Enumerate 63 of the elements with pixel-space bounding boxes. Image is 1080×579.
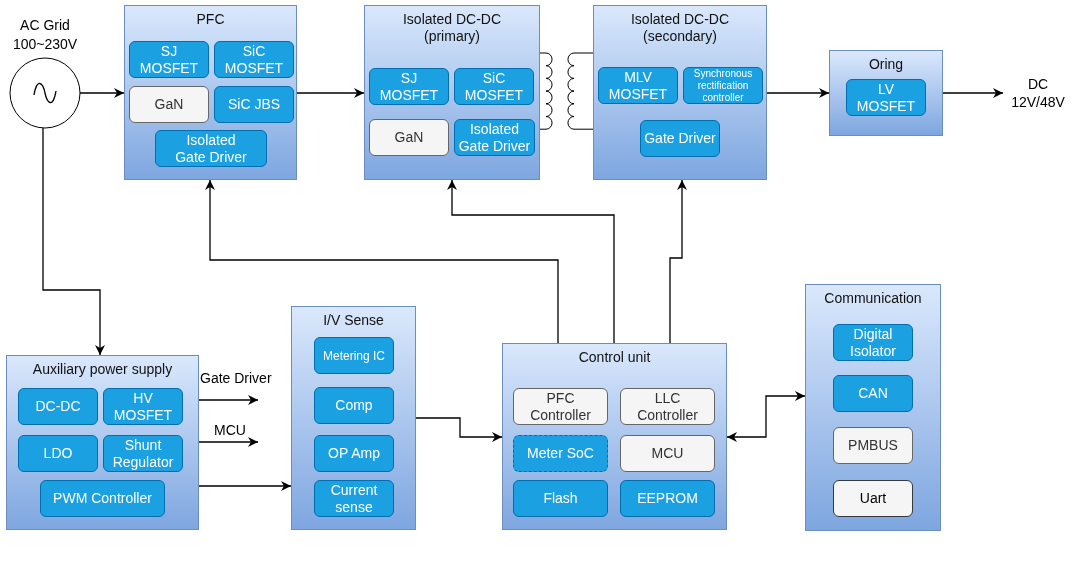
block-title: Isolated DC-DC (primary) (402, 11, 502, 45)
block-title: Communication (823, 290, 923, 307)
component-block: LDO (18, 435, 98, 472)
component-block: Flash (513, 480, 608, 517)
block-box (124, 5, 297, 180)
component-block: SJ MOSFET (129, 41, 209, 78)
arrow (447, 179, 615, 344)
component-block: Isolated Gate Driver (155, 130, 267, 167)
block-box (805, 284, 941, 531)
arrow (296, 88, 365, 98)
arrow (198, 437, 259, 447)
arrow (205, 179, 559, 344)
component-block: Digital Isolator (833, 324, 913, 361)
arrow (415, 417, 503, 442)
component-block: Isolated Gate Driver (454, 119, 535, 156)
component-block: PMBUS (833, 427, 913, 464)
component-block: MLV MOSFET (598, 67, 678, 104)
component-block: PWM Controller (40, 480, 165, 517)
component-block: SiC MOSFET (454, 68, 534, 105)
block-box (502, 343, 727, 530)
block-box (291, 306, 416, 530)
block-box (593, 5, 767, 180)
arrow (198, 395, 259, 405)
arrow (79, 88, 125, 98)
block-title: Isolated DC-DC (secondary) (630, 11, 730, 45)
arrow (942, 88, 1004, 98)
arrow (726, 391, 806, 442)
arrow (42, 127, 105, 356)
source-label: AC Grid 100~230V (11, 16, 79, 54)
component-block: HV MOSFET (103, 388, 183, 425)
output-label: DC 12V/48V (1010, 75, 1066, 111)
arrow (766, 88, 830, 98)
component-block: Shunt Regulator (103, 435, 183, 472)
block-title: Oring (867, 56, 905, 73)
arrow (198, 481, 292, 491)
component-block: SJ MOSFET (369, 68, 449, 105)
component-block: EEPROM (620, 480, 715, 517)
component-block: Comp (314, 387, 394, 424)
component-block: LV MOSFET (846, 79, 926, 116)
block-box (6, 355, 199, 530)
component-block: Meter SoC (513, 435, 608, 472)
block-box (364, 5, 540, 180)
component-block: DC-DC (18, 388, 98, 425)
component-block: LLC Controller (620, 388, 715, 425)
component-block: Gate Driver (640, 120, 720, 157)
component-block: MCU (620, 435, 715, 472)
block-title: I/V Sense (322, 312, 385, 329)
block-title: Control unit (577, 349, 652, 366)
component-block: Synchronous rectification controller (683, 67, 763, 104)
component-block: PFC Controller (513, 388, 608, 425)
block-title: Auxiliary power supply (31, 361, 174, 378)
block-title: PFC (195, 11, 226, 28)
component-block: CAN (833, 375, 913, 412)
component-block: GaN (369, 119, 449, 156)
component-block: SiC MOSFET (214, 41, 294, 78)
arrow (669, 179, 687, 344)
block-box (829, 50, 943, 136)
component-block: GaN (129, 86, 209, 123)
component-block: Current sense (314, 480, 394, 517)
component-block: SiC JBS (214, 86, 294, 123)
component-block: Uart (833, 480, 913, 517)
component-block: OP Amp (314, 435, 394, 472)
component-block: Metering IC (314, 337, 394, 374)
